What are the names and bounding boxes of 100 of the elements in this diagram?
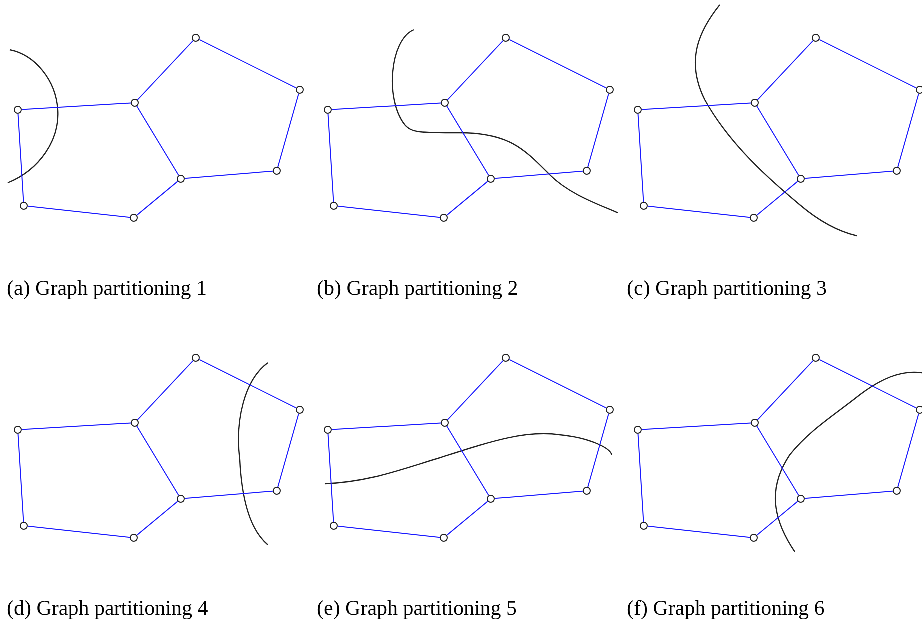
graph-vertex — [750, 534, 758, 542]
graph-edge — [898, 413, 920, 488]
graph-vertex — [14, 426, 22, 434]
graph-edge — [137, 360, 194, 421]
graph-vertex — [273, 167, 281, 175]
graph-edge — [638, 434, 644, 522]
graph-edge — [647, 526, 751, 538]
graph-edge — [494, 490, 584, 500]
graph-edge — [757, 40, 814, 101]
graph-vertex — [797, 495, 805, 503]
graph-edge — [337, 526, 441, 538]
graph-vertex — [192, 34, 200, 42]
graph-vertex — [296, 86, 304, 94]
graph-edge — [642, 422, 752, 430]
graph-edge — [328, 114, 334, 202]
graph-edge — [447, 360, 504, 421]
graph-vertex — [812, 34, 820, 42]
graph-vertex — [502, 354, 510, 362]
graph-edge — [137, 40, 194, 101]
graph-vertex — [330, 522, 338, 530]
graph-vertex — [192, 354, 200, 362]
graph-vertex — [640, 522, 648, 530]
graph-edge — [494, 170, 584, 180]
subfigure-caption: (e) Graph partitioning 5 — [317, 598, 518, 619]
graph-edge — [136, 501, 178, 536]
graph-edge — [642, 102, 752, 110]
graph-edge — [819, 359, 917, 409]
graph-edge — [447, 40, 504, 101]
graph-vertex — [131, 99, 139, 107]
graph-edge — [819, 39, 917, 89]
graph-vertex — [750, 214, 758, 222]
graph-edge — [804, 170, 894, 180]
graph-vertex — [634, 106, 642, 114]
subfigure-caption: (d) Graph partitioning 4 — [7, 598, 208, 619]
graph-edge — [332, 102, 442, 110]
graph-edge — [22, 102, 132, 110]
subfigure-caption: (a) Graph partitioning 1 — [7, 278, 208, 299]
graph-vertex — [751, 99, 759, 107]
graph-edge — [184, 490, 274, 500]
graph-edge — [446, 181, 488, 216]
graph-vertex — [487, 495, 495, 503]
graph-edge — [446, 106, 490, 176]
graph-vertex — [20, 522, 28, 530]
graph-vertex — [324, 426, 332, 434]
graph-edge — [27, 526, 131, 538]
graph-edge — [647, 206, 751, 218]
graph-edge — [278, 93, 300, 168]
subfigure-caption: (b) Graph partitioning 2 — [317, 278, 518, 299]
graph-vertex — [502, 34, 510, 42]
graph-edge — [756, 106, 800, 176]
graph-vertex — [487, 175, 495, 183]
graph-vertex — [177, 175, 185, 183]
graph-edge — [756, 426, 800, 496]
graph-vertex — [130, 534, 138, 542]
graph-edge — [337, 206, 441, 218]
graph-edge — [332, 422, 442, 430]
graph-vertex — [130, 214, 138, 222]
graph-edge — [509, 39, 607, 89]
graph-vertex — [440, 534, 448, 542]
graph-vertex — [640, 202, 648, 210]
graph-vertex — [606, 86, 614, 94]
graph-vertex — [330, 202, 338, 210]
graph-edge — [638, 114, 644, 202]
graph-vertex — [893, 167, 901, 175]
graph-vertex — [893, 487, 901, 495]
graph-edge — [509, 359, 607, 409]
graph-vertex — [916, 406, 922, 414]
graph-edge — [199, 39, 297, 89]
graph-vertex — [606, 406, 614, 414]
graph-vertex — [751, 419, 759, 427]
graph-vertex — [812, 354, 820, 362]
graph-vertex — [14, 106, 22, 114]
graph-vertex — [583, 487, 591, 495]
graph-vertex — [20, 202, 28, 210]
graph-edge — [756, 181, 798, 216]
graph-edge — [278, 413, 300, 488]
graph-vertex — [916, 86, 922, 94]
graph-edge — [328, 434, 334, 522]
graph-edge — [136, 106, 180, 176]
graph-edge — [446, 426, 490, 496]
graph-edge — [136, 181, 178, 216]
graph-vertex — [273, 487, 281, 495]
graph-edge — [184, 170, 274, 180]
graph-edge — [588, 93, 610, 168]
graph-vertex — [440, 214, 448, 222]
graph-edge — [756, 501, 798, 536]
graph-edge — [757, 360, 814, 421]
graph-edge — [898, 93, 920, 168]
graph-vertex — [634, 426, 642, 434]
graph-vertex — [441, 99, 449, 107]
graph-edge — [804, 490, 894, 500]
graph-edge — [18, 434, 24, 522]
graph-edge — [199, 359, 297, 409]
graph-edge — [446, 501, 488, 536]
graph-vertex — [583, 167, 591, 175]
graph-vertex — [131, 419, 139, 427]
graph-edge — [136, 426, 180, 496]
graph-edge — [27, 206, 131, 218]
graph-vertex — [324, 106, 332, 114]
graph-vertex — [441, 419, 449, 427]
